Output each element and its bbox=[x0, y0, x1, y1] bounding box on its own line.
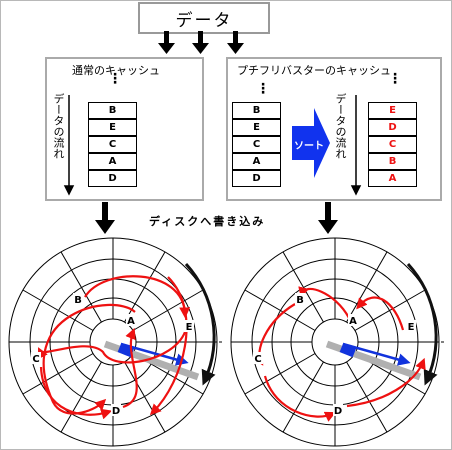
sector-label-e: E bbox=[186, 322, 193, 333]
sector-label-bg bbox=[126, 314, 136, 326]
seek-path bbox=[263, 375, 336, 422]
disk-sector-line bbox=[124, 361, 166, 433]
cache-cell: D bbox=[88, 170, 137, 187]
sorted-cache-dots: ⋮ bbox=[388, 71, 402, 87]
normal-cache-dots: ⋮ bbox=[108, 71, 122, 87]
sector-label-c: C bbox=[32, 354, 39, 365]
sector-label-a: A bbox=[349, 316, 357, 327]
disk-sector-line bbox=[354, 289, 426, 331]
sector-label-bg bbox=[295, 293, 305, 305]
normal-cache-flow-label: データの流れ bbox=[52, 93, 65, 159]
sector-label-bg bbox=[348, 314, 358, 326]
sector-label-bg bbox=[253, 352, 263, 364]
seek-path bbox=[346, 357, 426, 408]
flow-arrow-left bbox=[63, 95, 75, 196]
disk-sector-line bbox=[346, 361, 388, 433]
cache-cell: E bbox=[88, 119, 137, 136]
write-arrow-right bbox=[318, 202, 338, 234]
cache-cell: B bbox=[232, 102, 281, 119]
cache-cell: A bbox=[88, 153, 137, 170]
sector-label-bg bbox=[31, 352, 41, 364]
puchifuri-buster-cache-title: プチフリバスターのキャッシュ bbox=[237, 64, 391, 77]
seek-path bbox=[298, 286, 350, 319]
disk-normal: A B C D E bbox=[8, 237, 222, 447]
rotation-arrow bbox=[406, 262, 438, 386]
cache-cell: A bbox=[232, 153, 281, 170]
cache-cell: C bbox=[88, 136, 137, 153]
sort-label: ソート bbox=[294, 141, 324, 152]
seek-path bbox=[39, 366, 113, 420]
cache-cell: C bbox=[368, 136, 417, 153]
seek-path bbox=[42, 303, 136, 415]
cache-cell: B bbox=[88, 102, 137, 119]
normal-cache-title: 通常のキャッシュ bbox=[72, 64, 160, 77]
sector-label-d: D bbox=[334, 406, 342, 417]
down-arrow-1 bbox=[158, 31, 175, 54]
seek-path bbox=[122, 327, 138, 409]
sector-label-b: B bbox=[296, 295, 304, 306]
disk-sector-line bbox=[244, 353, 316, 395]
disk-sector-line bbox=[282, 361, 324, 433]
cache-cell: A bbox=[368, 170, 417, 187]
sector-label-bg bbox=[184, 320, 194, 332]
disk-sector-line bbox=[60, 361, 102, 433]
sector-label-bg bbox=[111, 404, 121, 416]
disk-sector-line bbox=[22, 289, 94, 331]
disk-sector-line bbox=[132, 289, 204, 331]
sector-label-e: E bbox=[408, 322, 415, 333]
disk-sector-line bbox=[346, 251, 388, 323]
seek-path bbox=[38, 331, 187, 364]
seek-arrow bbox=[342, 342, 411, 366]
cache-cell: B bbox=[368, 153, 417, 170]
cache-cell: E bbox=[232, 119, 281, 136]
down-arrow-3 bbox=[227, 31, 244, 54]
disk-sector-line bbox=[60, 251, 102, 323]
cache-cell: D bbox=[232, 170, 281, 187]
write-to-disk-label: ディスクへ書き込み bbox=[149, 215, 266, 228]
cache-cell: E bbox=[368, 102, 417, 119]
cache-cell: C bbox=[232, 136, 281, 153]
sector-label-c: C bbox=[254, 354, 261, 365]
seek-path bbox=[356, 296, 405, 331]
sector-label-bg bbox=[406, 320, 416, 332]
seek-path bbox=[149, 276, 188, 416]
cache-cell: D bbox=[368, 119, 417, 136]
seek-path bbox=[252, 303, 296, 366]
down-arrow-2 bbox=[192, 31, 209, 54]
disk-sector-line bbox=[22, 353, 94, 395]
sector-label-bg bbox=[73, 293, 83, 305]
sector-label-bg bbox=[333, 404, 343, 416]
input-arrows bbox=[158, 31, 244, 54]
unsorted-cache-dots: ⋮ bbox=[256, 81, 270, 97]
sector-label-d: D bbox=[112, 406, 120, 417]
sorted-cache-flow-label: データの流れ bbox=[334, 93, 347, 159]
flow-arrow-right bbox=[350, 95, 362, 196]
disk-sector-line bbox=[244, 289, 316, 331]
sort-arrow bbox=[292, 108, 330, 178]
write-arrow-left bbox=[95, 202, 115, 234]
disk-puchifuri: A B C D E bbox=[230, 237, 444, 447]
sector-label-a: A bbox=[127, 316, 135, 327]
sector-label-b: B bbox=[74, 295, 82, 306]
data-box: データ bbox=[138, 2, 270, 34]
rotation-arrow bbox=[184, 262, 216, 386]
